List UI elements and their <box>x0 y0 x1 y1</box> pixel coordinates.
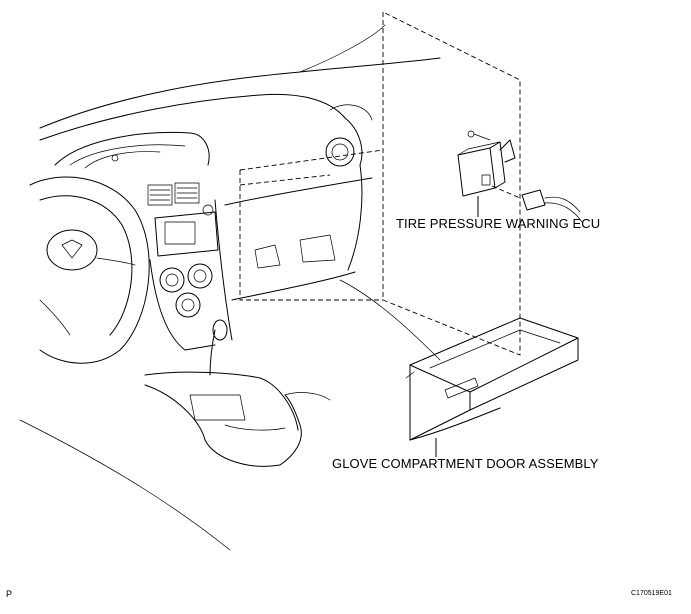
dashboard-drawing <box>19 24 441 551</box>
figure-code: C170519E01 <box>631 590 672 597</box>
glove-compartment-drawing <box>405 317 579 441</box>
assembly-dashed-box <box>239 11 521 356</box>
ecu-label: TIRE PRESSURE WARNING ECU <box>396 216 601 231</box>
tire-pressure-ecu-drawing <box>457 130 583 223</box>
glove-compartment-label: GLOVE COMPARTMENT DOOR ASSEMBLY <box>332 456 599 471</box>
corner-marker: P <box>6 589 13 599</box>
